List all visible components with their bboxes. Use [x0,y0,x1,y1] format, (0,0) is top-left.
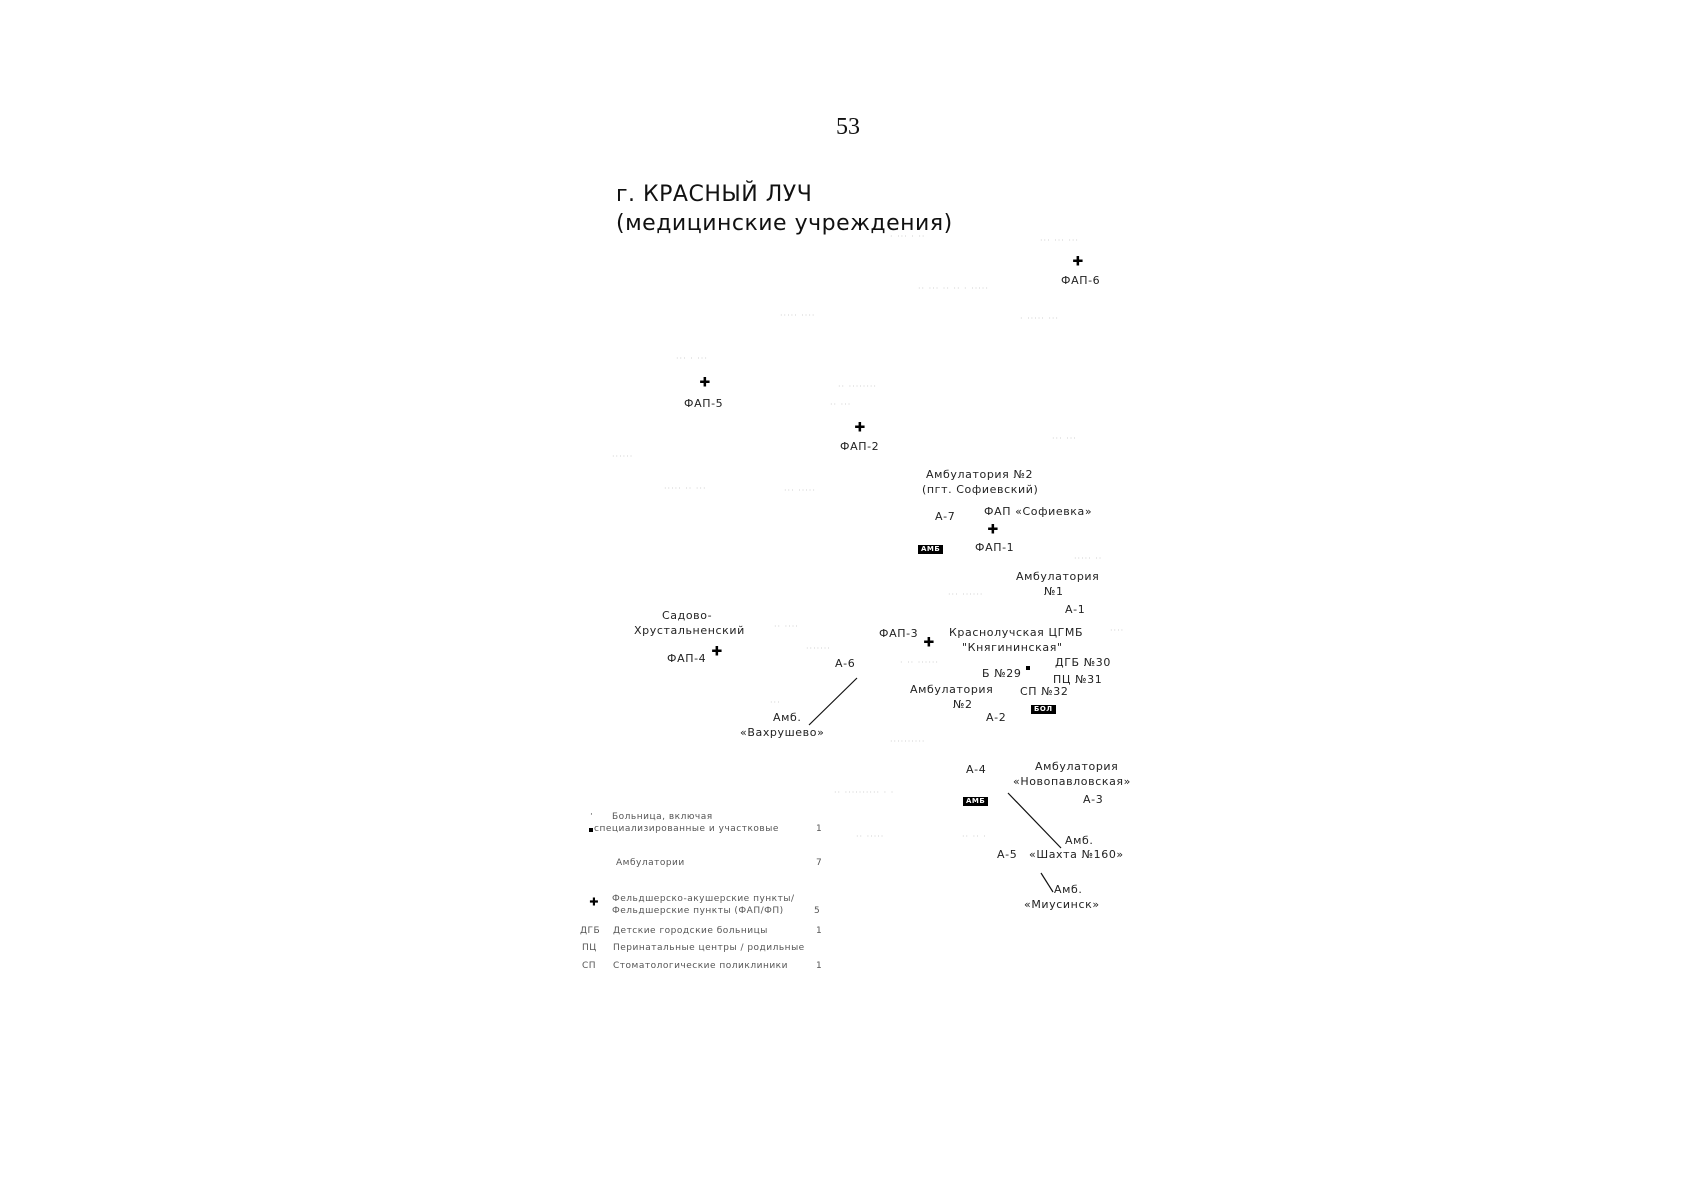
faint-street-label: ···· [1110,626,1125,635]
label-a2: А-2 [986,711,1007,724]
label-b29: Б №29 [982,667,1022,680]
label-dgb30: ДГБ №30 [1055,656,1111,669]
page-number: 53 [836,114,860,140]
label-vakhrushevo-line1: Амб. [773,711,802,724]
label-a1: А-1 [1065,603,1086,616]
legend-hospital-line1: Больница, включая [612,812,713,822]
faint-street-label: ·· ·· · [962,832,987,841]
cross-icon: ✚ [1072,254,1084,270]
hospital-badge: БОЛ [1031,705,1056,714]
label-cgmb-line1: Краснолучская ЦГМБ [949,626,1084,639]
label-fap5: ФАП-5 [684,397,724,410]
faint-street-label: ····· ·· [1074,554,1103,563]
faint-street-label: ·········· [890,737,926,746]
legend-dgb-count: 1 [816,926,822,936]
legend-hospital-line2: специализированные и участковые [594,824,779,834]
cross-icon: ✚ [987,522,999,538]
faint-street-label: · ····· ··· [1020,314,1059,323]
legend-amb: Амбулатории [616,858,685,868]
label-sp32: СП №32 [1020,685,1069,698]
label-miusinsk-line2: «Миусинск» [1024,898,1100,911]
label-novopavlovskaya-line1: Амбулатория [1035,760,1119,773]
label-amb2-line2: №2 [953,698,973,711]
cross-icon: ✚ [854,420,866,436]
cross-icon: ✚ [923,635,935,651]
leader-line-miusinsk [1040,872,1054,893]
faint-street-label: ··· ······ [948,590,984,599]
legend-fap-count: 5 [814,906,820,916]
hospital-legend-icon: · [590,810,593,820]
label-amb1-line1: Амбулатория [1016,570,1100,583]
label-fap4: ФАП-4 [667,652,707,665]
faint-street-label: ·· ········ [838,382,877,391]
amb-badge: АМБ [918,545,944,554]
legend-dgb-abbr: ДГБ [580,926,601,936]
leader-line-vakhrushevo [808,677,858,726]
cross-icon: ✚ [711,644,723,660]
label-a7: А-7 [935,510,956,523]
label-novopavlovskaya-line2: «Новопавловская» [1013,775,1131,788]
map-title-line1: г. КРАСНЫЙ ЛУЧ [616,182,813,207]
faint-street-label: ··· · ··· [676,354,708,363]
square-icon [589,828,593,832]
label-fap2: ФАП-2 [840,440,880,453]
label-amb2-sof-line1: Амбулатория №2 [926,468,1034,481]
legend-amb-count: 7 [816,858,822,868]
label-miusinsk-line1: Амб. [1054,883,1083,896]
legend-sp-abbr: СП [582,961,597,971]
label-shakhta-line2: «Шахта №160» [1029,848,1124,861]
label-a5: А-5 [997,848,1018,861]
faint-street-label: ··· [770,698,781,707]
faint-street-label: ··· ··· ··· [1040,236,1079,245]
legend-fap-line2: Фельдшерские пункты (ФАП/ФП) [612,906,784,916]
map-title-line2: (медицинские учреждения) [616,211,953,236]
legend-hospital-count: 1 [816,824,822,834]
label-a3: А-3 [1083,793,1104,806]
faint-street-label: ··· ··· [1052,434,1077,443]
legend-sp-count: 1 [816,961,822,971]
faint-street-label: ·· ··· ·· ·· · ····· [918,284,989,293]
leader-line-shakhta [1007,792,1062,849]
legend-fap-line1: Фельдшерско-акушерские пункты/ [612,894,795,904]
label-fap1: ФАП-1 [975,541,1015,554]
faint-street-label: ····· ···· [780,311,816,320]
label-vakhrushevo-line2: «Вахрушево» [740,726,825,739]
legend-dgb: Детские городские больницы [613,926,768,936]
legend-pc: Перинатальные центры / родильные [613,943,805,953]
label-sadovo-line1: Садово- [662,609,713,622]
legend-pc-abbr: ПЦ [582,943,597,953]
faint-street-label: ····· ·· ··· [664,484,707,493]
faint-street-label: ··· ····· [784,486,816,495]
label-a6: А-6 [835,657,856,670]
faint-street-label: · ··· · ·· [890,232,926,241]
label-cgmb-line2: "Княгининская" [962,641,1063,654]
faint-street-label: ······· [806,644,831,653]
square-icon [1026,666,1030,670]
label-fap-sofievka: ФАП «Софиевка» [984,505,1093,518]
label-amb2-line1: Амбулатория [910,683,994,696]
label-fap3: ФАП-3 [879,627,919,640]
label-sadovo-line2: Хрустальненский [634,624,745,637]
faint-street-label: ·· ···· [774,622,799,631]
faint-street-label: ·· ····· [856,832,885,841]
amb-badge-a4: АМБ [963,797,989,806]
legend-sp: Стоматологические поликлиники [613,961,788,971]
faint-street-label: ······ [612,452,634,461]
label-amb1-line2: №1 [1044,585,1064,598]
label-pc31: ПЦ №31 [1053,673,1103,686]
map-title: г. КРАСНЫЙ ЛУЧ (медицинские учреждения) [616,180,953,238]
cross-icon: ✚ [589,895,599,909]
faint-street-label: ·· ·········· · · [834,788,895,797]
label-fap6: ФАП-6 [1061,274,1101,287]
label-amb2-sof-line2: (пгт. Софиевский) [922,483,1039,496]
label-shakhta-line1: Амб. [1065,834,1094,847]
faint-street-label: · ·· ······ [900,658,939,667]
label-a4: А-4 [966,763,987,776]
cross-icon: ✚ [699,375,711,391]
faint-street-label: ·· ··· [830,400,852,409]
